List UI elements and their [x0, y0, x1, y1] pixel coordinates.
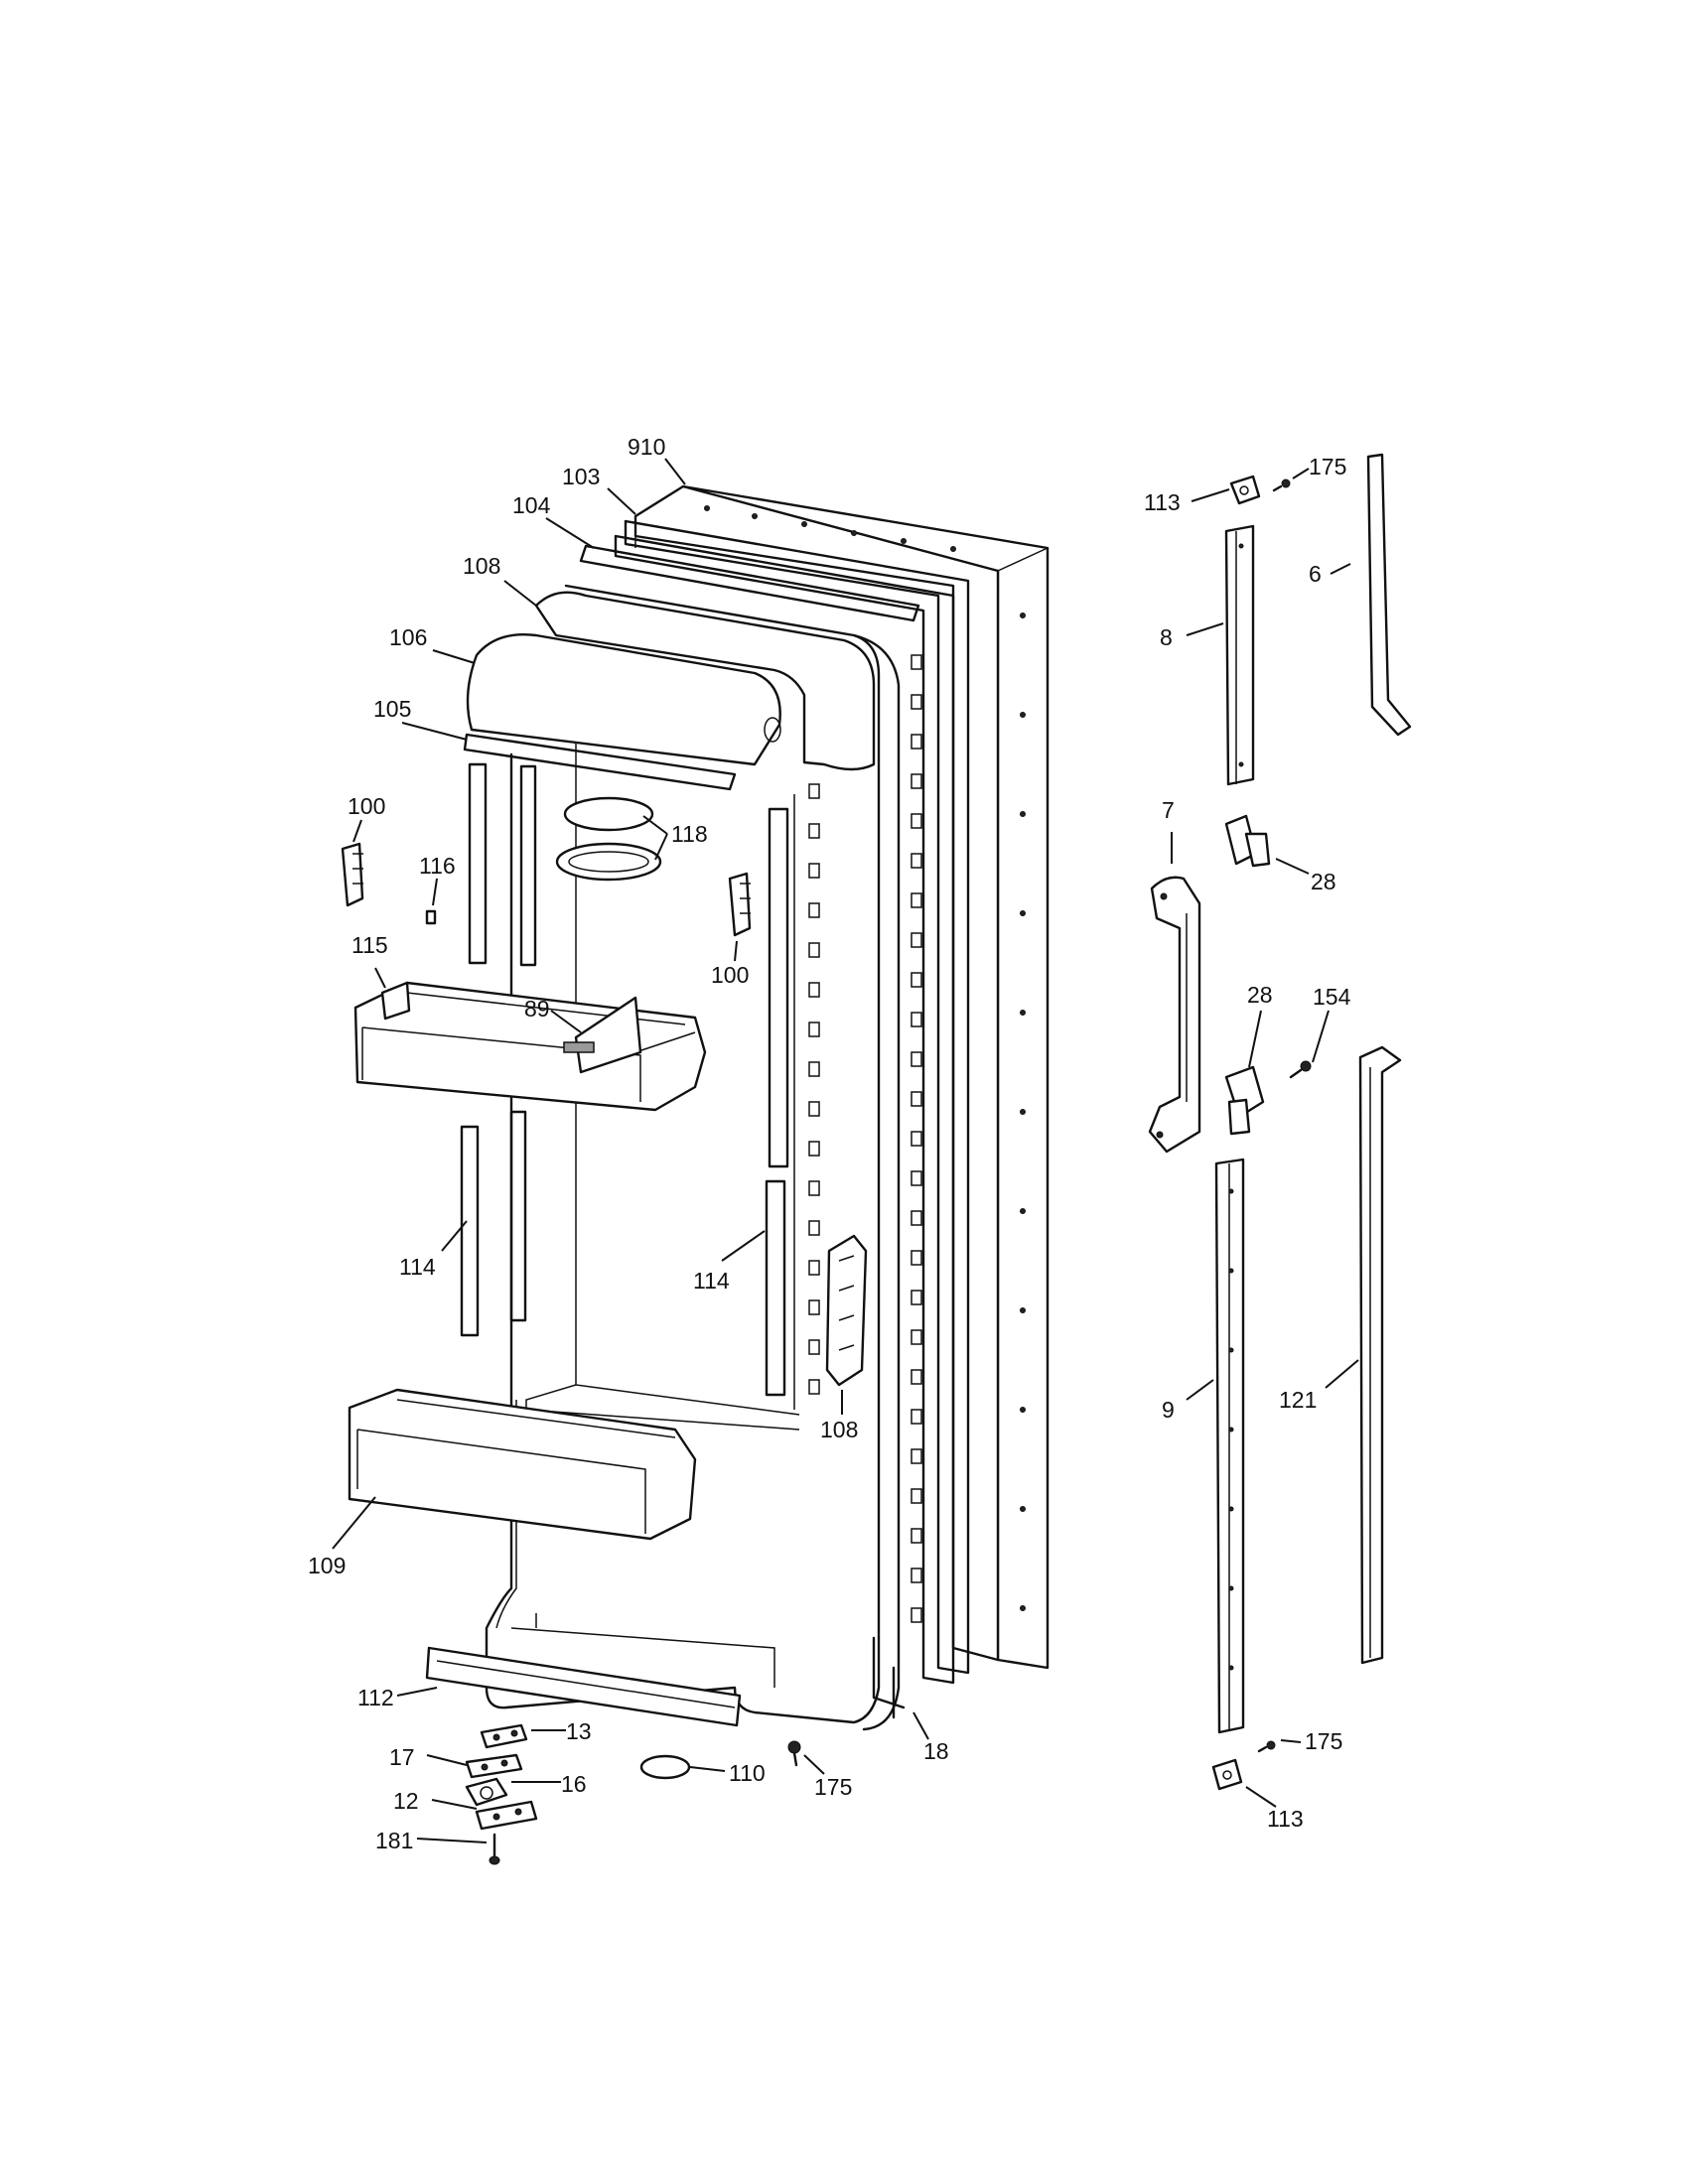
dairy-trim	[463, 733, 737, 791]
label-910: 910	[628, 434, 665, 460]
part-labels: 910 103 104 108 106 105 100 116 118 100 …	[308, 434, 1351, 1853]
label-89: 89	[524, 996, 550, 1022]
handle-end-cap-113-top	[1229, 475, 1261, 505]
screw-175-bottom	[787, 1740, 801, 1767]
outer-panel-rivets	[704, 505, 1026, 1611]
door-gasket	[614, 519, 970, 1685]
shelf-rail-left-lower	[460, 1110, 527, 1337]
leader-lines	[332, 458, 1359, 1843]
label-28-lower: 28	[1247, 982, 1273, 1008]
dairy-door	[466, 633, 781, 766]
label-115: 115	[351, 932, 388, 958]
label-108-top: 108	[463, 553, 500, 579]
label-113-top: 113	[1144, 489, 1181, 515]
label-121: 121	[1279, 1387, 1317, 1413]
label-106: 106	[389, 624, 427, 650]
label-12: 12	[393, 1788, 419, 1814]
screw-154	[1289, 1060, 1312, 1079]
label-100-left: 100	[348, 793, 385, 819]
bin-divider	[563, 996, 642, 1074]
hinge-screw-181	[489, 1833, 500, 1865]
liner-slots	[808, 654, 922, 1623]
dairy-vent-covers	[555, 796, 662, 882]
cap-110	[639, 1754, 691, 1780]
breaker-strip	[579, 544, 920, 622]
hinge-plate-13	[480, 1723, 528, 1749]
shelf-rail-left-upper	[468, 762, 537, 967]
label-181: 181	[375, 1828, 413, 1853]
label-28-upper: 28	[1311, 869, 1336, 894]
shelf-rail-right	[765, 807, 789, 1397]
hinge-washer-17	[465, 1753, 523, 1779]
label-175-bottom: 175	[814, 1774, 852, 1800]
screw-175-right	[1257, 1740, 1276, 1753]
label-100-right: 100	[711, 962, 749, 988]
label-175-top: 175	[1309, 454, 1346, 479]
label-105: 105	[373, 696, 411, 722]
label-9: 9	[1162, 1397, 1175, 1423]
label-104: 104	[512, 492, 551, 518]
label-118: 118	[671, 821, 708, 847]
handle-bracket-28-upper	[1224, 814, 1271, 868]
label-154: 154	[1313, 984, 1351, 1010]
door-handle-7	[1148, 876, 1201, 1154]
dairy-compartment-housing	[534, 591, 876, 771]
bottom-trim	[425, 1646, 742, 1727]
label-103: 103	[562, 464, 600, 489]
label-109: 109	[308, 1553, 346, 1578]
label-8: 8	[1160, 624, 1173, 650]
side-trim-piece	[825, 1234, 868, 1387]
label-116: 116	[419, 853, 456, 879]
label-114-left: 114	[399, 1254, 436, 1280]
gasket-strip-18	[872, 1636, 906, 1719]
label-13: 13	[566, 1718, 592, 1744]
label-114-right: 114	[693, 1268, 730, 1294]
handle-end-cap-113-bottom	[1211, 1758, 1243, 1791]
handle-bracket-28-lower	[1224, 1065, 1265, 1136]
label-113-bottom: 113	[1267, 1806, 1304, 1832]
door-outer-panel	[633, 484, 1050, 1670]
label-16: 16	[561, 1771, 587, 1797]
shelf-clip-right	[728, 872, 752, 937]
label-18: 18	[923, 1738, 949, 1764]
handle-mount-9	[1214, 1158, 1245, 1734]
label-17: 17	[389, 1744, 415, 1770]
screw-175-top	[1272, 478, 1291, 492]
label-110: 110	[729, 1760, 766, 1786]
lower-door-bin	[348, 1388, 697, 1541]
label-112: 112	[357, 1685, 394, 1710]
label-7: 7	[1162, 797, 1175, 823]
hinge-bracket-12	[475, 1800, 538, 1831]
hinge-bushing-16	[465, 1777, 508, 1807]
handle-trim-6	[1366, 453, 1412, 737]
label-108-side: 108	[820, 1417, 858, 1442]
small-clip	[425, 909, 437, 925]
shelf-clip-left	[341, 842, 364, 907]
handle-trim-121	[1358, 1045, 1402, 1665]
handle-mount-8	[1224, 524, 1255, 786]
label-6: 6	[1309, 561, 1322, 587]
label-175-right: 175	[1305, 1728, 1342, 1754]
